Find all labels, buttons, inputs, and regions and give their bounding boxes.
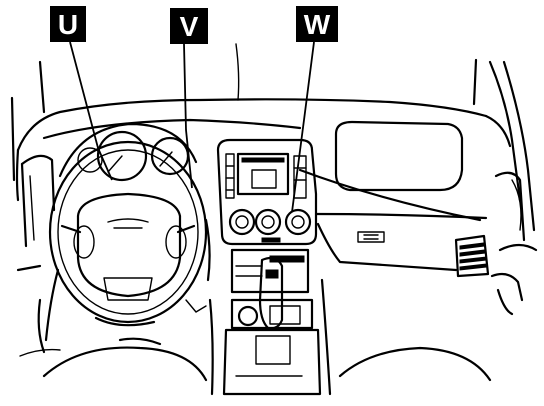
passenger-seat [338,346,492,382]
passenger-airbag-label [357,231,385,243]
steering-wheel-rim-outer [48,140,208,324]
instrument-cluster [58,122,198,182]
center-stack [216,138,318,330]
tachometer-gauge [96,130,148,182]
right-switch-column [293,155,307,199]
callout-u: U [50,6,86,42]
leader-line-u [69,41,113,181]
leader-lines [69,41,315,213]
passenger-side [298,120,538,316]
leader-line-w [291,41,315,213]
callout-u-label: U [58,9,78,40]
speedometer-gauge [150,136,190,176]
callout-w-label: W [304,9,331,40]
dashboard-top [15,98,512,202]
left-center-vent [228,208,256,236]
center-stack-frame [216,138,318,246]
leader-line-v [183,43,193,189]
right-spoke-button [165,225,187,259]
driver-seat [42,346,208,382]
steering-wheel [48,140,211,324]
center-display-screen [236,152,290,196]
radio-unit [230,248,310,294]
climate-knob [237,305,259,327]
callout-v-box [170,8,208,44]
driver-door [16,154,56,354]
steering-column [44,268,207,346]
glove-box-vent-panel [334,120,464,192]
climate-controls [230,298,314,330]
steering-wheel-rim-inner [57,149,199,315]
middle-center-vent [254,208,282,236]
right-center-vent [284,208,312,236]
gear-shifter [258,256,284,330]
windshield-frame [10,43,536,232]
steering-wheel-emblem [107,218,149,229]
seats [19,346,492,382]
callout-w: W [296,6,338,42]
small-gauge [77,147,103,173]
side-vent-grille [454,234,490,278]
callout-v: V [170,8,208,44]
callout-u-box [50,6,86,42]
left-spoke-button [73,225,95,259]
steering-wheel-hub [76,192,182,298]
center-console [208,256,332,396]
callout-w-box [296,6,338,42]
left-switch-column [225,153,235,199]
callout-v-label: V [180,11,199,42]
